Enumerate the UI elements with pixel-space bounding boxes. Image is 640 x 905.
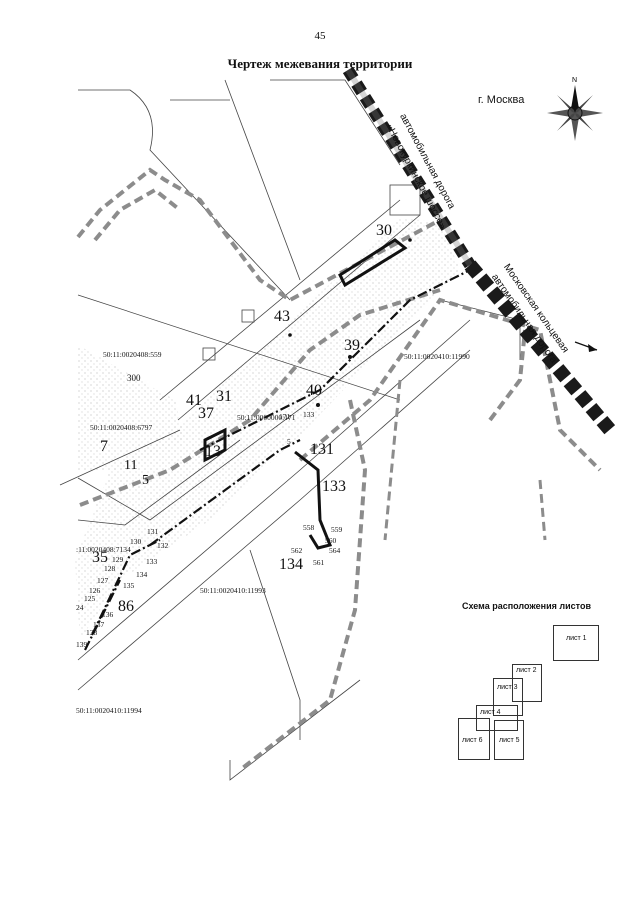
- svg-text:N: N: [572, 77, 577, 84]
- sheet-5: лист 5: [494, 720, 524, 760]
- cadastral-number: 50:11:0020410:11993: [200, 586, 266, 595]
- point-label: 137: [93, 620, 105, 629]
- plot-label: 37: [198, 405, 214, 422]
- point-label: 129: [112, 555, 124, 564]
- road-novokurkinskoe: [342, 66, 476, 269]
- cadastral-number: 50:11:0020408:559: [103, 350, 162, 359]
- cadastral-number: 50:11:0000000:171: [237, 413, 296, 422]
- sheet-6: лист 6: [458, 718, 490, 760]
- point-label: 128: [104, 564, 116, 573]
- compass-rose-icon: N: [547, 77, 603, 141]
- sheet-label: лист 5: [499, 737, 520, 744]
- plot-label: 40: [306, 382, 322, 399]
- plot-label: 11: [124, 458, 138, 473]
- point-label: 133: [146, 557, 158, 566]
- direction-arrow-icon: [574, 341, 598, 352]
- page-number: 45: [314, 30, 326, 42]
- point-label: 5: [287, 437, 291, 446]
- point-label: 24: [76, 603, 84, 612]
- drawing-title: Чертеж межевания территории: [227, 56, 413, 71]
- point-label: 132: [157, 541, 169, 550]
- plot-label: 31: [216, 388, 232, 405]
- point-label: 561: [313, 558, 325, 567]
- sheet-label: лист 2: [516, 667, 537, 674]
- sheet-label: лист 4: [480, 709, 501, 716]
- point-label: 559: [331, 525, 343, 534]
- point-label: 125: [84, 594, 96, 603]
- sheet-label: лист 6: [462, 737, 483, 744]
- plot-label: 133: [322, 478, 346, 495]
- road-corridor-stipple: [75, 218, 460, 640]
- plot-label: 43: [274, 308, 290, 325]
- point-label: 133: [303, 410, 315, 419]
- point-label: 136: [102, 610, 114, 619]
- plot-label: 30: [376, 222, 392, 239]
- cadastral-number: 50:11:0020408:6797: [90, 423, 153, 432]
- plot-label: 7: [100, 438, 108, 455]
- point-label: 171: [279, 412, 291, 421]
- cadastral-number: 50:11:0020410:11994: [76, 706, 142, 715]
- plot-label: 13: [205, 443, 221, 460]
- sheet-1: лист 1: [553, 625, 599, 661]
- road-mkad: [464, 260, 616, 435]
- plot-label: 5: [142, 473, 149, 488]
- cadastral-number: :11:0020408:7134: [76, 545, 131, 554]
- point-label: 562: [291, 546, 303, 555]
- plot-label: 39: [344, 337, 360, 354]
- point-label: 134: [136, 570, 148, 579]
- sheet-label: лист 1: [566, 635, 587, 642]
- cadastral-number: 50:11:0020410:11990: [404, 352, 470, 361]
- point-label: 130: [130, 537, 142, 546]
- point-label: 139: [76, 640, 88, 649]
- sheet-scheme-title: Схема расположения листов: [462, 601, 591, 611]
- sheet-label: лист 3: [497, 684, 518, 691]
- point-label: 138: [86, 628, 98, 637]
- sheet-2: лист 2: [512, 664, 542, 702]
- point-label: 131: [147, 527, 159, 536]
- point-label: 558: [303, 523, 315, 532]
- point-label: 126: [89, 586, 101, 595]
- plot-label: 35: [92, 549, 108, 566]
- plot-label: 41: [186, 392, 202, 409]
- plot-label: 131: [310, 441, 334, 458]
- point-label: 560: [325, 536, 337, 545]
- plot-label: 86: [118, 598, 134, 615]
- point-label: 135: [123, 581, 135, 590]
- city-label: г. Москва: [478, 94, 525, 106]
- point-label: 564: [329, 546, 341, 555]
- plot-label: 300: [127, 373, 141, 383]
- stipple-left: [78, 345, 185, 470]
- sheet-3: лист 3: [493, 678, 523, 716]
- point-label: 127: [97, 576, 109, 585]
- plot-label: 134: [279, 556, 303, 573]
